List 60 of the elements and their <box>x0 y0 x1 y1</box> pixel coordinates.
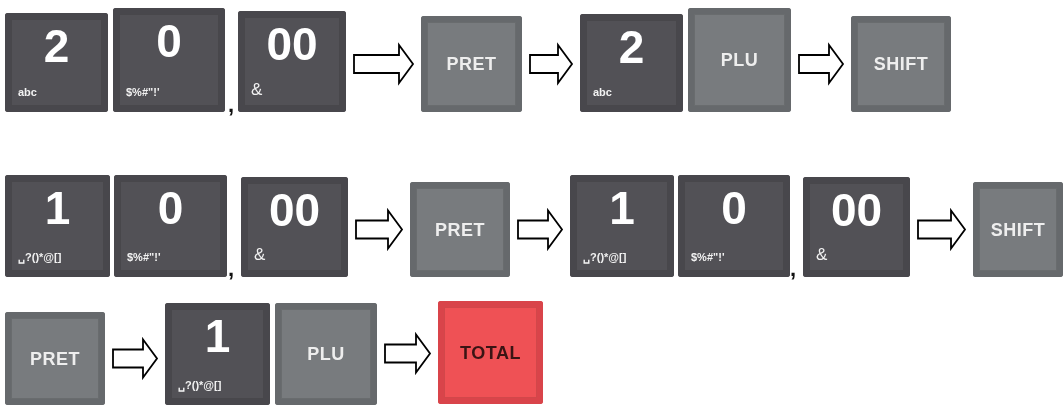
keypad-key <box>973 182 1063 277</box>
key-label: 1 <box>203 313 232 360</box>
key-label: SHIFT <box>872 53 930 75</box>
separator-comma: , <box>228 92 235 118</box>
key-label: PRET <box>434 219 486 240</box>
key-label: 0 <box>720 185 748 232</box>
key-sublabel: abc <box>18 87 37 98</box>
keypad-key <box>803 177 910 277</box>
key-sublabel: $%#"!' <box>127 252 161 263</box>
key-label: TOTAL <box>459 342 522 363</box>
block-arrow <box>529 42 574 86</box>
separator-comma: , <box>790 256 797 282</box>
separator-comma: , <box>228 256 235 282</box>
key-label: 0 <box>155 18 183 65</box>
block-arrow <box>353 42 415 86</box>
key-label: 1 <box>43 185 72 232</box>
key-sublabel: & <box>251 81 263 98</box>
block-arrow <box>798 42 845 86</box>
block-arrow <box>384 331 432 376</box>
key-sublabel: & <box>816 246 828 263</box>
keypad-key <box>580 14 683 112</box>
key-sublabel: ␣?()*@[] <box>18 252 62 263</box>
keypad-key <box>5 13 108 112</box>
keypad-key <box>421 16 522 112</box>
key-label: SHIFT <box>989 219 1047 240</box>
keypad-key <box>238 11 346 112</box>
keypad-key <box>410 182 510 277</box>
key-sublabel: abc <box>593 87 612 98</box>
key-sublabel: ␣?()*@[] <box>583 252 627 263</box>
keypad-key <box>241 177 348 277</box>
keypad-key <box>570 175 674 277</box>
key-label: PLU <box>306 343 346 365</box>
key-label: 00 <box>265 21 319 68</box>
keypad-key <box>678 175 790 277</box>
key-label: 00 <box>267 187 322 233</box>
keypad-key <box>438 301 543 404</box>
key-sublabel: $%#"!' <box>126 87 160 98</box>
keypad-key <box>688 8 791 112</box>
key-label: PRET <box>445 53 498 75</box>
key-label: PRET <box>29 348 81 369</box>
key-sublabel: $%#"!' <box>691 252 725 263</box>
keypad-key <box>114 175 227 277</box>
keypad-key <box>113 8 225 112</box>
keypad-key <box>165 303 270 405</box>
block-arrow <box>917 207 967 252</box>
keypad-key <box>851 16 951 112</box>
keypad-key <box>275 303 377 405</box>
key-label: PLU <box>719 49 760 71</box>
block-arrow <box>517 207 564 252</box>
key-label: 00 <box>829 187 884 233</box>
key-label: 2 <box>617 23 646 70</box>
block-arrow <box>112 336 159 381</box>
keypad-key <box>5 312 105 405</box>
block-arrow <box>355 207 404 252</box>
key-sublabel: & <box>254 246 266 263</box>
key-label: 1 <box>608 185 636 232</box>
key-sublabel: ␣?()*@[] <box>178 380 222 391</box>
key-label: 0 <box>156 185 185 232</box>
keypad-key <box>5 175 110 277</box>
key-label: 2 <box>42 22 71 69</box>
